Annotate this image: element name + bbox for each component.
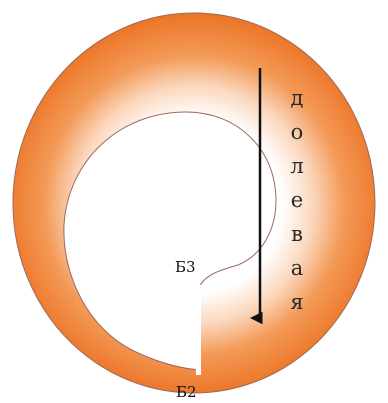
vertical-word-letter: о <box>291 120 304 144</box>
vertical-word-letter: а <box>291 256 304 280</box>
vertical-word-letter: в <box>291 222 303 246</box>
vertical-word-letter: я <box>290 290 303 314</box>
bottom-slit <box>196 285 201 375</box>
vertical-word-letter: л <box>290 154 303 178</box>
orange-ring-band <box>13 13 375 393</box>
vertical-word-letter: е <box>291 188 303 212</box>
vertical-word-letter: д <box>291 86 304 110</box>
label-b2: Б2 <box>176 383 197 401</box>
label-b3: Б3 <box>175 258 196 276</box>
